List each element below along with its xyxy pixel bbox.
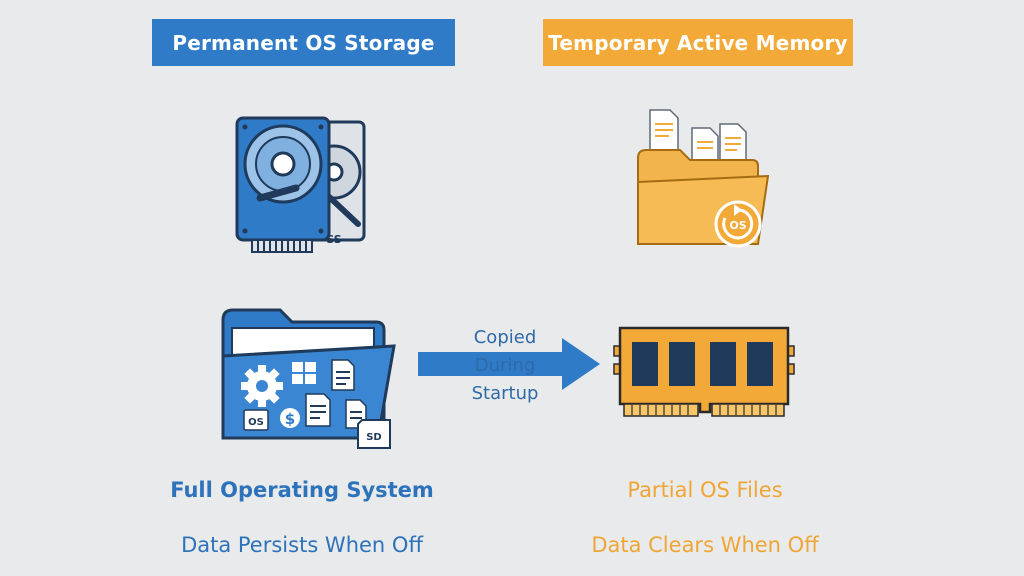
header-permanent-storage: Permanent OS Storage — [152, 19, 455, 66]
arrow-label-line3: Startup — [471, 383, 539, 404]
document-icon — [719, 123, 747, 169]
header-temporary-memory-label: Temporary Active Memory — [548, 30, 848, 55]
document-icon — [305, 393, 331, 427]
os-refresh-label: OS — [729, 219, 746, 232]
os-badge-label: OS — [248, 417, 264, 428]
dollar-icon: $ — [280, 408, 300, 428]
drive-label: SS — [326, 233, 341, 246]
sd-card-label: SD — [366, 432, 382, 443]
windows-logo-icon — [292, 362, 316, 384]
document-icon — [331, 359, 355, 391]
gear-icon — [241, 365, 283, 407]
header-permanent-storage-label: Permanent OS Storage — [172, 30, 435, 55]
arrow-label: Copied During Startup — [462, 324, 548, 408]
os-badge: OS — [243, 409, 269, 431]
os-files-folder-icon: OS $ SD — [221, 308, 396, 449]
sd-card-icon: SD — [357, 419, 391, 449]
header-temporary-memory: Temporary Active Memory — [543, 19, 853, 66]
dollar-label: $ — [285, 410, 295, 428]
data-persists-caption: Data Persists When Off — [181, 533, 423, 557]
arrow-right-icon — [418, 338, 600, 390]
arrow-label-line2: During — [474, 355, 536, 376]
partial-os-caption: Partial OS Files — [627, 478, 783, 502]
document-icon — [649, 109, 679, 161]
data-clears-caption: Data Clears When Off — [591, 533, 819, 557]
os-refresh-icon: OS — [714, 200, 762, 248]
full-os-caption: Full Operating System — [170, 478, 434, 502]
ram-module-icon — [613, 326, 795, 417]
hard-drive-icon: SS — [235, 116, 366, 253]
temporary-files-folder-icon: OS — [637, 109, 770, 248]
arrow-label-line1: Copied — [473, 327, 537, 348]
